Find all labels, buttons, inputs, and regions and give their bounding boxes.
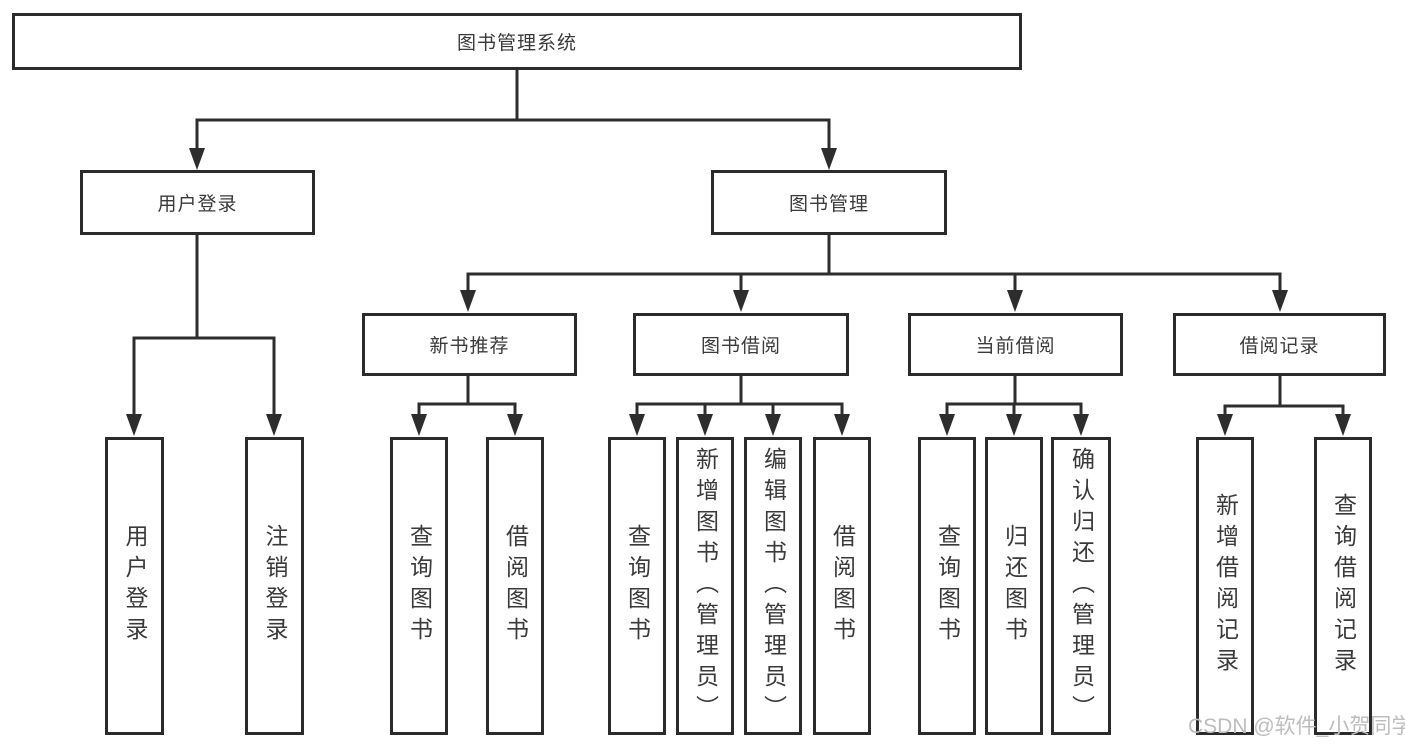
arrowhead <box>939 414 955 436</box>
connector-user-login-children <box>132 235 276 416</box>
node-borrowing-records-label: 借阅记录 <box>1239 336 1320 357</box>
connector-book-management-children <box>466 235 1282 292</box>
leaf-label: 用户登录 <box>122 524 148 648</box>
leaf-label: 借阅图书 <box>829 524 856 648</box>
node-current-borrowing: 当前借阅 <box>908 313 1123 376</box>
arrowhead <box>629 414 645 436</box>
node-book-management-label: 图书管理 <box>788 194 869 215</box>
node-user-login: 用户登录 <box>80 170 315 235</box>
arrowhead <box>189 148 205 170</box>
arrowhead <box>1335 414 1351 436</box>
watermark: CSDN @软件_小贺同学 <box>1188 715 1405 738</box>
arrowhead <box>733 290 749 312</box>
connector-root-to-level2 <box>195 70 831 150</box>
leaf-return-books: 归还图书 <box>985 437 1043 735</box>
arrowhead <box>460 290 476 312</box>
leaf-query-books-borrowing: 查询图书 <box>608 437 666 735</box>
connector-borrowing-records-children <box>1223 376 1345 416</box>
leaf-label: 查询图书 <box>406 524 433 648</box>
node-book-borrowing-label: 图书借阅 <box>700 336 781 357</box>
node-root-label: 图书管理系统 <box>456 33 577 54</box>
leaf-edit-book-admin: 编辑图书（管理员） <box>744 437 802 735</box>
arrowhead <box>821 148 837 170</box>
leaf-confirm-return-admin: 确认归还（管理员） <box>1051 437 1111 735</box>
leaf-user-login: 用户登录 <box>105 437 164 735</box>
leaf-label: 注销登录 <box>262 524 288 648</box>
arrowhead <box>765 414 781 436</box>
arrowhead <box>1272 290 1288 312</box>
leaf-label: 查询借阅记录 <box>1330 493 1357 679</box>
leaf-label: 新增借阅记录 <box>1212 493 1239 679</box>
leaf-label: 借阅图书 <box>502 524 529 648</box>
node-new-book-recommend: 新书推荐 <box>362 313 577 376</box>
node-borrowing-records: 借阅记录 <box>1173 313 1386 376</box>
arrowhead <box>697 414 713 436</box>
node-book-borrowing: 图书借阅 <box>633 313 849 376</box>
arrowhead <box>266 414 282 436</box>
node-book-management: 图书管理 <box>711 170 947 235</box>
connector-book-borrowing-children <box>635 376 844 416</box>
arrowhead <box>411 414 427 436</box>
arrowhead <box>834 414 850 436</box>
node-user-login-label: 用户登录 <box>157 194 238 215</box>
node-current-borrowing-label: 当前借阅 <box>975 336 1056 357</box>
arrowhead <box>1073 414 1089 436</box>
leaf-label: 确认归还（管理员） <box>1068 446 1095 726</box>
leaf-label: 查询图书 <box>624 524 651 648</box>
node-root: 图书管理系统 <box>12 13 1022 70</box>
arrowhead <box>126 414 142 436</box>
connector-current-borrowing-children <box>945 376 1083 416</box>
leaf-logout: 注销登录 <box>245 437 304 735</box>
arrowhead <box>1006 414 1022 436</box>
arrowhead <box>1007 290 1023 312</box>
leaf-add-book-admin: 新增图书（管理员） <box>676 437 734 735</box>
arrowhead <box>507 414 523 436</box>
leaf-label: 查询图书 <box>934 524 961 648</box>
leaf-borrow-books-borrowing: 借阅图书 <box>813 437 871 735</box>
leaf-label: 归还图书 <box>1001 524 1028 648</box>
leaf-borrow-books-recommend: 借阅图书 <box>486 437 544 735</box>
node-new-book-recommend-label: 新书推荐 <box>429 336 510 357</box>
connector-new-book-recommend-children <box>417 376 517 416</box>
leaf-query-books-recommend: 查询图书 <box>390 437 448 735</box>
arrowhead <box>1217 414 1233 436</box>
leaf-add-borrow-record: 新增借阅记录 <box>1196 437 1254 735</box>
leaf-label: 编辑图书（管理员） <box>760 446 787 726</box>
leaf-query-borrow-record: 查询借阅记录 <box>1314 437 1372 735</box>
leaf-label: 新增图书（管理员） <box>692 446 719 726</box>
leaf-query-books-current: 查询图书 <box>918 437 976 735</box>
